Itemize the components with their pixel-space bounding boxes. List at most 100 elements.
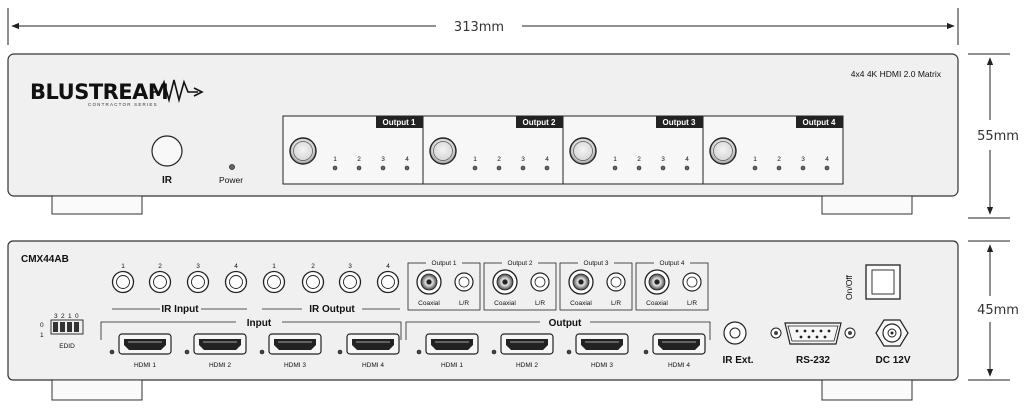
hdmi-input-3-port[interactable]: HDMI 3: [259, 333, 322, 369]
output-4-select-button[interactable]: [709, 137, 737, 165]
output-1-title: Output 1: [383, 118, 416, 127]
output-3-input-2-number: 2: [637, 156, 641, 163]
ir-input-4-number: 4: [234, 263, 238, 270]
svg-text:0: 0: [75, 313, 79, 320]
output-4-input-4-led: [824, 165, 830, 171]
ir-input-3-number: 3: [196, 263, 200, 270]
width-dimension: 313mm: [7, 8, 959, 45]
front-foot-left: [51, 195, 143, 215]
hdmi-output-4-port[interactable]: HDMI 4: [643, 333, 706, 369]
output-2-input-4-led: [544, 165, 550, 171]
ir-output-1-number: 1: [272, 263, 276, 270]
audio-output-1-lr-label: L/R: [459, 300, 469, 307]
ir-ext-label: IR Ext.: [722, 355, 753, 366]
audio-output-4-title: Output 4: [660, 260, 685, 267]
hdmi-output-2-port[interactable]: HDMI 2: [491, 333, 554, 369]
hdmi-input-4-port[interactable]: HDMI 4: [337, 333, 400, 369]
hdmi-ports: HDMI 1 HDMI 2 HDMI 3 HDMI 4 HDMI 1 HDMI 2 HDMI…: [109, 333, 706, 369]
output-4-title: Output 4: [803, 118, 836, 127]
hdmi-input-4-port-label: HDMI 4: [362, 362, 384, 369]
hdmi-input-2-port-label: HDMI 2: [209, 362, 231, 369]
audio-output-1-coaxial-label: Coaxial: [418, 300, 440, 307]
hdmi-output-3-port-label: HDMI 3: [591, 362, 613, 369]
audio-output-3-coaxial-label: Coaxial: [570, 300, 592, 307]
hdmi-output-3-port[interactable]: HDMI 3: [566, 333, 629, 369]
rear-height-dimension: 45mm: [968, 240, 1019, 381]
output-1-input-3-number: 3: [381, 156, 385, 163]
output-1-input-2-number: 2: [357, 156, 361, 163]
ir-output-2-number: 2: [311, 263, 315, 270]
front-panel: BLUSTREAM CONTRACTOR SERIES 4x4 4K HDMI …: [7, 53, 959, 215]
output-1-input-1-number: 1: [333, 156, 337, 163]
ir-input-1-number: 1: [121, 263, 125, 270]
hdmi-input-2-port[interactable]: HDMI 2: [184, 333, 247, 369]
dc-label: DC 12V: [875, 355, 910, 366]
output-4-input-4-number: 4: [825, 156, 829, 163]
hdmi-output-label: Output: [549, 318, 582, 329]
output-2-select-button[interactable]: [429, 137, 457, 165]
output-3-input-4-led: [684, 165, 690, 171]
output-1-select-button[interactable]: [289, 137, 317, 165]
hdmi-input-1-port[interactable]: HDMI 1: [109, 333, 172, 369]
ir-output-label: IR Output: [309, 304, 355, 315]
hdmi-output-1-port-label: HDMI 1: [441, 362, 463, 369]
ir-output-3-number: 3: [348, 263, 352, 270]
output-2-input-3-number: 3: [521, 156, 525, 163]
audio-output-2-title: Output 2: [508, 260, 533, 267]
rear-height-label: 45mm: [977, 303, 1019, 318]
brand-logo: BLUSTREAM CONTRACTOR SERIES: [30, 79, 204, 107]
output-3-input-3-number: 3: [661, 156, 665, 163]
ir-label: IR: [162, 175, 173, 186]
output-1-input-3-led: [380, 165, 386, 171]
output-3-input-1-number: 1: [613, 156, 617, 163]
output-1-input-2-led: [356, 165, 362, 171]
output-1-input-1-led: [332, 165, 338, 171]
output-1-input-4-led: [404, 165, 410, 171]
rear-foot-left: [51, 379, 143, 401]
front-height-dimension: 55mm: [968, 53, 1019, 219]
edid-dip-switch[interactable]: 3 2 1 0 0 1 EDID: [40, 313, 84, 350]
output-4-input-2-number: 2: [777, 156, 781, 163]
front-foot-right: [821, 195, 913, 215]
output-3-input-3-led: [660, 165, 666, 171]
output-4-input-1-number: 1: [753, 156, 757, 163]
output-3-input-1-led: [612, 165, 618, 171]
svg-text:2: 2: [61, 313, 65, 320]
output-3-input-4-number: 4: [685, 156, 689, 163]
product-name: 4x4 4K HDMI 2.0 Matrix: [851, 69, 942, 79]
audio-output-1: Output 1 Coaxial L/R: [407, 259, 481, 311]
power-switch-label: On/Off: [844, 274, 854, 300]
power-led: [229, 164, 235, 170]
dc-power-jack[interactable]: [875, 319, 909, 347]
output-2-input-1-number: 1: [473, 156, 477, 163]
power-label: Power: [219, 175, 243, 185]
output-2-input-1-led: [472, 165, 478, 171]
hdmi-output-1-port[interactable]: HDMI 1: [416, 333, 479, 369]
audio-output-3-title: Output 3: [584, 260, 609, 267]
rs232-label: RS-232: [796, 355, 830, 366]
audio-output-3-lr-label: L/R: [611, 300, 621, 307]
hdmi-output-2-port-label: HDMI 2: [516, 362, 538, 369]
output-2-title: Output 2: [523, 118, 556, 127]
output-4-input-2-led: [776, 165, 782, 171]
output-3-select-button[interactable]: [569, 137, 597, 165]
audio-output-4-lr-label: L/R: [687, 300, 697, 307]
hdmi-input-label: Input: [247, 318, 272, 329]
ir-input-2-number: 2: [158, 263, 162, 270]
audio-output-1-title: Output 1: [432, 260, 457, 267]
ir-receiver-window: [151, 135, 183, 167]
output-4-input-3-led: [800, 165, 806, 171]
svg-text:1: 1: [40, 332, 44, 339]
model-number: CMX44AB: [21, 254, 69, 265]
rs232-port[interactable]: [770, 322, 856, 345]
output-2-input-2-led: [496, 165, 502, 171]
